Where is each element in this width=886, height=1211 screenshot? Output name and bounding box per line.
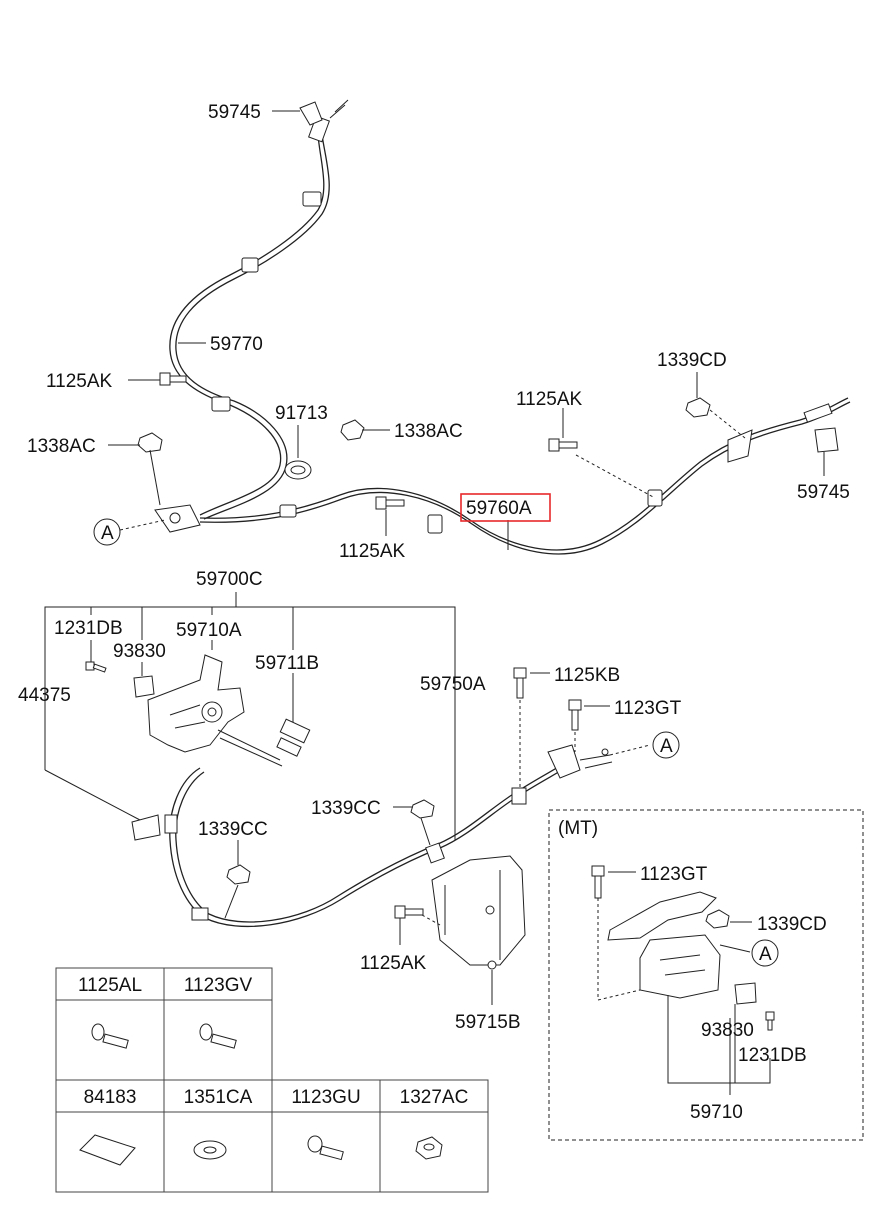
nut-1338AC-mid-icon [340,419,365,441]
bracket-59750A-end-icon [547,744,581,779]
callout-1339CD-top: 1339CD [657,350,727,371]
nut-1339CC-right-icon [410,799,435,819]
callout-1125AK-bottom: 1125AK [360,953,427,974]
bolt-1123GT-top-icon [568,699,582,731]
cable-clamp-icon [241,257,259,273]
clip-93830-left-icon [133,675,155,698]
cable-59770 [169,134,325,516]
callout-1339CC-right: 1339CC [311,798,381,819]
bracket-59760A-end-icon [727,429,753,463]
cable-fitting-icon [191,907,209,921]
bolt-1123GU-icon [307,1135,344,1161]
bolt-1231DB-left-icon [85,661,107,673]
end-fitting-59745-top [308,115,330,143]
bolt-1125AL-icon [91,1023,129,1049]
callout-59711B: 59711B [255,653,319,674]
callout-1338AC-mid: 1338AC [394,421,463,442]
callout-59715B: 59715B [455,1012,521,1033]
callout-1123GT-mt: 1123GT [640,864,708,885]
callout-59710: 59710 [690,1102,743,1123]
switch-59711B-icon [276,718,311,757]
nut-1339CC-left-icon [226,864,251,885]
nut-1339CD-mt-icon [705,909,730,929]
bolt-1125AK-bottom-icon [394,905,424,919]
bolt-1231DB-mt-icon [765,1011,775,1031]
highlight-box-59760A [460,493,551,522]
mt-group-box [548,809,864,1141]
ref-marker-A-right-label: A [660,736,673,757]
parts-table-header-1351CA: 1351CA [184,1087,253,1108]
parts-table-header-1125AL: 1125AL [78,975,142,996]
callout-1339CD-mt: 1339CD [757,914,827,935]
callout-1125KB: 1125KB [554,665,620,686]
bolt-1125KB-icon [513,667,527,699]
bolt-1123GV-icon [199,1023,237,1049]
callout-59750A: 59750A [420,674,486,695]
ref-marker-A-left [93,518,121,546]
cable-clamp-icon [279,504,297,518]
nut-1338AC-left-icon [137,432,163,453]
nut-1339CD-top-icon [685,397,711,418]
end-fitting-59760A [803,403,833,423]
callout-1125AK-mid: 1125AK [339,541,406,562]
callout-93830-left: 93830 [113,641,166,662]
callout-59700C: 59700C [196,569,263,590]
parts-table-header-84183: 84183 [84,1087,137,1108]
cable-59760A [199,397,849,551]
bolt-1125AK-mid-icon [375,496,405,510]
callout-59745-right: 59745 [797,482,850,503]
callout-93830-mt: 93830 [701,1020,754,1041]
clip-59745-right-icon [814,427,839,453]
bolt-1125AK-left-icon [159,372,187,386]
lever-assembly-59710A-icon [147,654,245,753]
nut-1327AC-icon [415,1136,443,1160]
ref-marker-A-right [652,731,680,759]
callout-1231DB-left: 1231DB [54,618,123,639]
washer-1351CA-icon [193,1140,227,1160]
callout-91713: 91713 [275,403,328,424]
callout-44375: 44375 [18,685,71,706]
ref-marker-A-left-label: A [101,523,114,544]
callout-1125AK-right: 1125AK [516,389,583,410]
cable-fitting-icon [164,814,178,834]
ref-marker-A-mt [751,939,779,967]
callout-1339CC-left: 1339CC [198,819,268,840]
cable-clamp-icon [647,489,663,507]
callout-59710A: 59710A [176,620,242,641]
pad-84183-icon [79,1134,136,1166]
parts-table-header-1123GV: 1123GV [184,975,253,996]
callout-59745-top: 59745 [208,102,261,123]
cable-fitting-icon [425,842,445,864]
callout-1123GT-top: 1123GT [614,698,682,719]
mt-group-label: (MT) [558,818,598,839]
clip-93830-mt-icon [734,982,757,1005]
bolt-1123GT-mt-icon [591,865,605,899]
callout-59770: 59770 [210,334,263,355]
parts-table-header-1327AC: 1327AC [400,1087,469,1108]
lever-59710-icon [607,891,717,941]
cable-clamp-icon [427,514,443,534]
clip-59745-top-icon [299,101,323,126]
clip-44375-icon [131,814,161,841]
callout-1231DB-mt: 1231DB [738,1045,807,1066]
callout-1125AK-left: 1125AK [46,371,113,392]
cable-clamp-icon [302,191,322,207]
callout-59760A: 59760A [466,498,532,519]
ref-marker-A-mt-label: A [759,944,772,965]
parts-table-header-1123GU: 1123GU [291,1087,360,1108]
heat-shield-59715B-icon [431,855,526,966]
bolt-1125AK-right-icon [548,438,578,452]
callout-1338AC-left: 1338AC [27,436,96,457]
cable-clamp-icon [511,787,527,805]
cable-clamp-icon [211,396,231,412]
